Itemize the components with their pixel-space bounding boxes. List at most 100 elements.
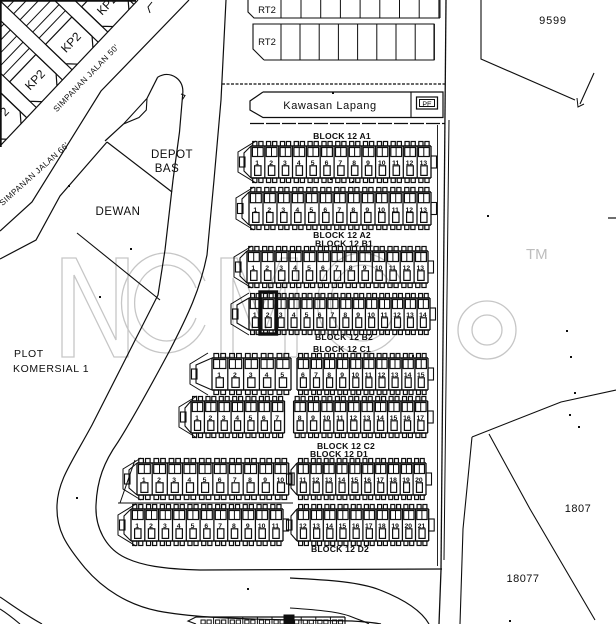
svg-text:12: 12 [393,312,401,319]
svg-text:12: 12 [406,207,414,214]
svg-text:5: 5 [311,160,315,167]
svg-text:11: 11 [381,312,388,319]
svg-text:4: 4 [177,523,181,530]
svg-text:6: 6 [323,207,327,214]
svg-text:11: 11 [389,265,396,272]
svg-text:13: 13 [363,415,371,422]
svg-text:BLOCK 12 B1: BLOCK 12 B1 [315,239,373,249]
svg-text:5: 5 [307,265,311,272]
svg-text:13: 13 [312,523,320,530]
svg-text:2: 2 [269,160,273,167]
svg-text:4: 4 [265,372,269,379]
svg-text:6: 6 [204,523,208,530]
svg-text:8: 8 [248,477,252,484]
svg-text:9: 9 [365,207,369,214]
svg-text:15: 15 [417,372,425,379]
svg-text:5: 5 [249,415,253,422]
svg-text:6: 6 [318,312,322,319]
svg-text:9: 9 [246,523,250,530]
svg-text:16: 16 [364,477,372,484]
svg-text:7: 7 [337,207,341,214]
svg-text:17: 17 [417,415,425,422]
svg-text:14: 14 [404,372,412,379]
svg-text:12: 12 [403,265,411,272]
svg-text:8: 8 [232,523,236,530]
svg-text:3: 3 [279,312,283,319]
svg-text:19: 19 [402,477,410,484]
svg-text:17: 17 [365,523,373,530]
svg-text:3: 3 [249,372,253,379]
svg-text:2: 2 [266,312,270,319]
svg-text:13: 13 [420,160,428,167]
svg-text:12: 12 [406,160,414,167]
svg-text:8: 8 [343,312,347,319]
svg-text:9: 9 [356,312,360,319]
svg-text:17: 17 [376,477,384,484]
svg-text:7: 7 [275,415,279,422]
svg-text:4: 4 [235,415,239,422]
svg-text:1: 1 [251,265,255,272]
svg-text:18: 18 [389,477,397,484]
svg-text:KOMERSIAL 1: KOMERSIAL 1 [13,363,89,375]
svg-text:10: 10 [352,372,360,379]
svg-text:BLOCK 12 D2: BLOCK 12 D2 [311,544,369,554]
svg-text:11: 11 [336,415,343,422]
svg-text:5: 5 [280,372,284,379]
svg-text:BAS: BAS [155,163,180,175]
svg-text:11: 11 [392,207,399,214]
svg-text:8: 8 [352,160,356,167]
svg-text:20: 20 [405,523,413,530]
svg-text:11: 11 [365,372,372,379]
svg-text:9: 9 [311,415,315,422]
svg-text:4: 4 [293,265,297,272]
svg-text:19: 19 [391,523,399,530]
svg-text:10: 10 [323,415,331,422]
svg-text:15: 15 [390,415,398,422]
svg-text:4: 4 [187,477,191,484]
svg-text:5: 5 [309,207,313,214]
svg-text:13: 13 [420,207,428,214]
svg-text:1: 1 [217,372,221,379]
svg-text:6: 6 [262,415,266,422]
svg-text:18077: 18077 [506,573,539,585]
svg-text:1: 1 [135,523,139,530]
svg-text:14: 14 [419,312,427,319]
svg-text:16: 16 [352,523,360,530]
svg-text:11: 11 [272,523,279,530]
svg-text:5: 5 [203,477,207,484]
svg-text:14: 14 [376,415,384,422]
svg-text:DEWAN: DEWAN [96,206,141,218]
svg-text:2: 2 [149,523,153,530]
svg-text:13: 13 [406,312,414,319]
svg-text:18: 18 [378,523,386,530]
svg-text:3: 3 [163,523,167,530]
svg-text:6: 6 [218,477,222,484]
svg-text:15: 15 [339,523,347,530]
svg-text:12: 12 [299,523,307,530]
svg-text:6: 6 [321,265,325,272]
svg-text:10: 10 [378,160,386,167]
svg-text:7: 7 [218,523,222,530]
svg-text:BLOCK 12 C2: BLOCK 12 C2 [317,441,375,451]
svg-text:8: 8 [327,372,331,379]
svg-text:BLOCK 12 B2: BLOCK 12 B2 [315,332,373,342]
svg-text:10: 10 [277,477,285,484]
svg-text:BLOCK 12 A1: BLOCK 12 A1 [313,131,371,141]
svg-text:3: 3 [281,207,285,214]
svg-text:BLOCK 12 C1: BLOCK 12 C1 [313,344,371,354]
svg-text:12: 12 [350,415,358,422]
svg-text:BLOCK 12 D1: BLOCK 12 D1 [310,449,368,459]
svg-text:13: 13 [417,265,425,272]
svg-text:1: 1 [195,415,199,422]
svg-text:13: 13 [391,372,399,379]
svg-text:10: 10 [258,523,266,530]
svg-text:BLOCK 12 A2: BLOCK 12 A2 [313,230,371,240]
svg-text:20: 20 [415,477,423,484]
svg-text:7: 7 [331,312,335,319]
svg-text:Kawasan Lapang: Kawasan Lapang [283,100,376,112]
svg-text:9599: 9599 [539,15,567,27]
svg-text:9: 9 [366,160,370,167]
svg-text:12: 12 [312,477,320,484]
svg-text:16: 16 [403,415,411,422]
svg-text:2: 2 [265,265,269,272]
